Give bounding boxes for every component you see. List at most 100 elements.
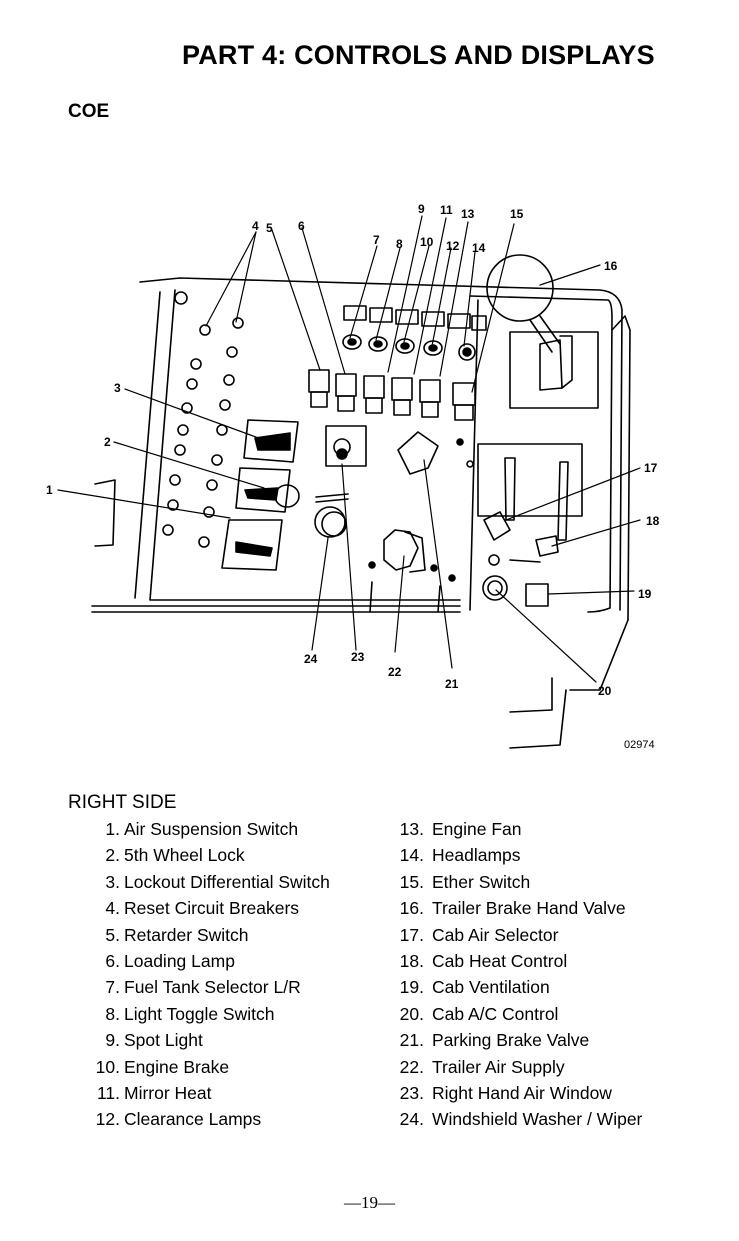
item-label: Mirror Heat bbox=[124, 1082, 212, 1103]
item-number: 2. bbox=[105, 845, 120, 866]
item-number: 19. bbox=[399, 977, 424, 998]
item-number: 12. bbox=[95, 1109, 120, 1130]
legend-list-left: 1.Air Suspension Switch 2.5th Wheel Lock… bbox=[90, 819, 330, 1136]
page-title: PART 4: CONTROLS AND DISPLAYS bbox=[182, 40, 655, 70]
callout-6: 6 bbox=[298, 219, 305, 233]
list-item: 1.Air Suspension Switch bbox=[90, 819, 330, 845]
item-label: Cab Air Selector bbox=[432, 924, 559, 945]
callout-leaders bbox=[57, 215, 641, 683]
list-item: 20. Cab A/C Control bbox=[392, 1004, 642, 1030]
page-subtitle: COE bbox=[68, 101, 110, 122]
item-number: 7. bbox=[105, 977, 120, 998]
item-label: Cab Ventilation bbox=[432, 977, 550, 998]
callout-numbers: 1 2 3 4 5 6 7 8 9 10 11 12 13 14 15 16 1… bbox=[46, 202, 660, 751]
item-number: 1. bbox=[105, 819, 120, 839]
circuit-breaker-buttons bbox=[162, 291, 244, 548]
callout-8: 8 bbox=[396, 237, 403, 251]
center-controls bbox=[314, 425, 474, 613]
item-label: Windshield Washer / Wiper bbox=[432, 1109, 643, 1130]
item-label: Reset Circuit Breakers bbox=[124, 898, 300, 919]
dash-panel-outline bbox=[91, 277, 631, 749]
item-label: Clearance Lamps bbox=[124, 1109, 262, 1130]
callout-7: 7 bbox=[373, 233, 380, 247]
list-item: 15. Ether Switch bbox=[392, 872, 642, 898]
callout-9: 9 bbox=[418, 202, 425, 216]
list-item: 6.Loading Lamp bbox=[90, 951, 330, 977]
item-label: Ether Switch bbox=[432, 871, 531, 892]
top-switch-row bbox=[343, 305, 487, 331]
legend-list-right: 13. Engine Fan 14. Headlamps 15. Ether Swit… bbox=[392, 819, 643, 1136]
item-label: Right Hand Air Window bbox=[432, 1082, 612, 1103]
item-label: Retarder Switch bbox=[124, 924, 249, 945]
item-number: 3. bbox=[105, 871, 120, 892]
item-label: Trailer Brake Hand Valve bbox=[432, 898, 626, 919]
item-label: Light Toggle Switch bbox=[124, 1003, 275, 1024]
list-item: 5.Retarder Switch bbox=[90, 925, 330, 951]
list-item: 19. Cab Ventilation bbox=[392, 977, 642, 1003]
section-heading: RIGHT SIDE bbox=[68, 792, 177, 813]
trailer-brake-valve-drawing bbox=[477, 254, 599, 607]
list-item: 21. Parking Brake Valve bbox=[392, 1030, 642, 1056]
toggle-switch-row bbox=[342, 334, 476, 361]
callout-5: 5 bbox=[266, 221, 273, 235]
item-number: 5. bbox=[105, 924, 120, 945]
item-number: 6. bbox=[105, 950, 120, 971]
item-label: Engine Brake bbox=[124, 1056, 230, 1077]
callout-15: 15 bbox=[510, 207, 524, 221]
item-label: Loading Lamp bbox=[124, 950, 235, 971]
callout-14: 14 bbox=[472, 241, 486, 255]
item-label: Parking Brake Valve bbox=[432, 1030, 590, 1051]
item-number: 22. bbox=[399, 1056, 424, 1077]
callout-22: 22 bbox=[388, 665, 402, 679]
item-number: 21. bbox=[399, 1030, 424, 1051]
callout-24: 24 bbox=[304, 652, 318, 666]
item-number: 10. bbox=[95, 1056, 120, 1077]
item-number: 14. bbox=[399, 845, 424, 866]
item-label: Air Suspension Switch bbox=[124, 819, 299, 839]
callout-1: 1 bbox=[46, 483, 53, 497]
item-label: 5th Wheel Lock bbox=[124, 845, 245, 866]
rocker-row bbox=[308, 369, 476, 421]
list-item: 8.Light Toggle Switch bbox=[90, 1004, 330, 1030]
item-number: 23. bbox=[399, 1082, 424, 1103]
list-item: 14. Headlamps bbox=[392, 845, 642, 871]
list-item: 23. Right Hand Air Window bbox=[392, 1083, 642, 1109]
callout-20: 20 bbox=[598, 684, 612, 698]
list-item: 22. Trailer Air Supply bbox=[392, 1057, 642, 1083]
figure-code: 02974 bbox=[624, 739, 655, 751]
page-number: —19— bbox=[344, 1193, 395, 1212]
callout-19: 19 bbox=[638, 587, 652, 601]
list-item: 17. Cab Air Selector bbox=[392, 925, 642, 951]
item-label: Cab Heat Control bbox=[432, 950, 568, 971]
callout-16: 16 bbox=[604, 259, 618, 273]
item-label: Headlamps bbox=[432, 845, 521, 866]
list-item: 12.Clearance Lamps bbox=[90, 1109, 330, 1135]
list-item: 3.Lockout Differential Switch bbox=[90, 872, 330, 898]
list-item: 9.Spot Light bbox=[90, 1030, 330, 1056]
item-number: 11. bbox=[96, 1082, 120, 1103]
callout-11: 11 bbox=[440, 203, 453, 217]
item-number: 13. bbox=[399, 819, 424, 839]
item-number: 24. bbox=[399, 1109, 424, 1130]
list-item: 16.Trailer Brake Hand Valve bbox=[392, 898, 642, 924]
item-number: 20. bbox=[399, 1003, 424, 1024]
item-label: Fuel Tank Selector L/R bbox=[124, 977, 301, 998]
item-label: Engine Fan bbox=[432, 819, 522, 839]
item-number: 8. bbox=[105, 1003, 120, 1024]
item-label: Cab A/C Control bbox=[432, 1003, 559, 1024]
item-number: 17. bbox=[399, 924, 424, 945]
item-label: Spot Light bbox=[124, 1030, 203, 1051]
callout-18: 18 bbox=[646, 514, 660, 528]
item-label: Lockout Differential Switch bbox=[124, 871, 330, 892]
list-item: 7.Fuel Tank Selector L/R bbox=[90, 977, 330, 1003]
callout-23: 23 bbox=[351, 650, 365, 664]
callout-13: 13 bbox=[461, 207, 475, 221]
callout-21: 21 bbox=[445, 677, 459, 691]
callout-2: 2 bbox=[104, 435, 111, 449]
callout-12: 12 bbox=[446, 239, 460, 253]
list-item: 18.Cab Heat Control bbox=[392, 951, 642, 977]
item-number: 4. bbox=[105, 898, 120, 919]
item-number: 15. bbox=[399, 871, 424, 892]
item-label: Trailer Air Supply bbox=[432, 1056, 565, 1077]
callout-10: 10 bbox=[420, 235, 434, 249]
